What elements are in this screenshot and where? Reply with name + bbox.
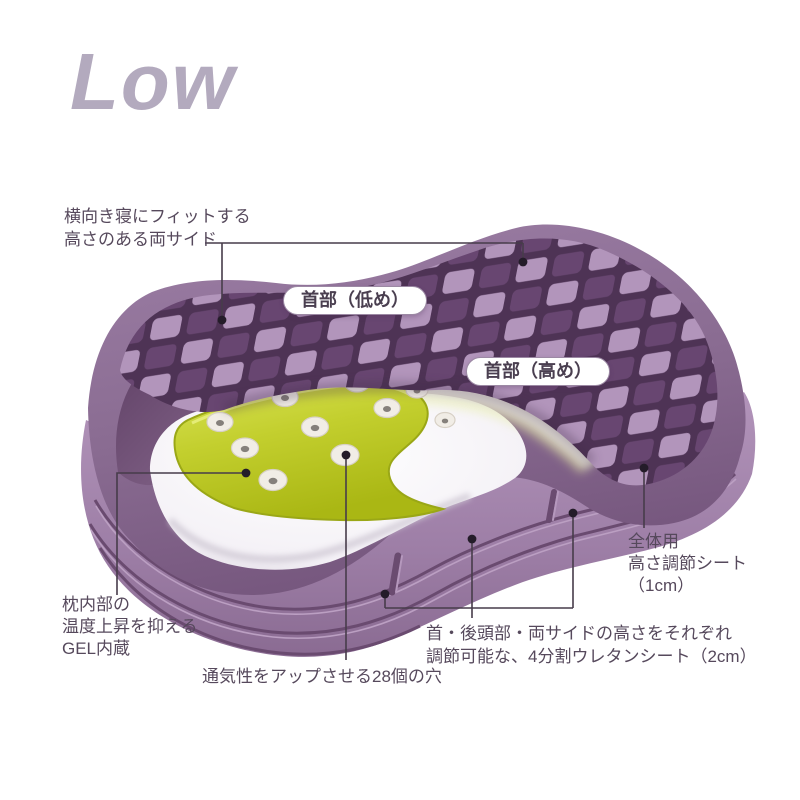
annotation-gel-line3: GEL内蔵 <box>62 639 131 658</box>
annotation-vent-holes: 通気性をアップさせる28個の穴 <box>202 665 442 688</box>
annotation-side-fit: 横向き寝にフィットする 高さのある両サイド <box>64 205 251 251</box>
annotation-gel-line2: 温度上昇を抑える <box>62 617 198 636</box>
label-neck-high: 首部（高め） <box>466 357 610 386</box>
annotation-gel-line1: 枕内部の <box>62 595 130 614</box>
annotation-urethane-line2: 調節可能な、4分割ウレタンシート（2cm） <box>426 647 757 666</box>
annotation-full-sheet: 全体用 高さ調節シート （1cm） <box>628 531 747 597</box>
annotation-side-fit-line1: 横向き寝にフィットする <box>64 207 251 226</box>
checkered-surface <box>120 238 718 486</box>
page-title: Low <box>70 37 236 126</box>
annotation-urethane-sheet: 首・後頭部・両サイドの高さをそれぞれ 調節可能な、4分割ウレタンシート（2cm） <box>426 622 757 668</box>
annotation-vent-holes-line1: 通気性をアップさせる28個の穴 <box>202 667 442 686</box>
annotation-full-sheet-line1: 全体用 <box>628 532 679 551</box>
label-neck-low: 首部（低め） <box>283 286 427 315</box>
annotation-full-sheet-line3: （1cm） <box>628 576 695 595</box>
annotation-urethane-line1: 首・後頭部・両サイドの高さをそれぞれ <box>426 624 732 643</box>
annotation-gel: 枕内部の 温度上昇を抑える GEL内蔵 <box>62 594 198 660</box>
annotation-side-fit-line2: 高さのある両サイド <box>64 230 217 249</box>
annotation-full-sheet-line2: 高さ調節シート <box>628 554 747 573</box>
